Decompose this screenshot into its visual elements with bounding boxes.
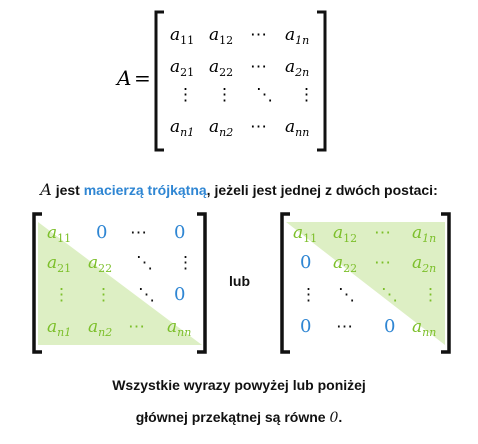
- upper-zero-n3: 0: [384, 316, 395, 337]
- lower-right-bracket: [197, 212, 207, 354]
- lower-ddots-r3: ⋱: [138, 285, 155, 305]
- hdots-r1: ⋯: [250, 25, 267, 45]
- upper-hdots-r1: ⋯: [374, 223, 391, 243]
- ddots-r3: ⋱: [256, 85, 273, 105]
- connector-lub: lub: [229, 273, 250, 289]
- matrix-symbol-a: A: [115, 66, 131, 90]
- upper-hdots-r4: ⋯: [336, 317, 353, 337]
- upper-zero-n1: 0: [300, 316, 311, 337]
- footer-line2-end: .: [338, 409, 343, 425]
- lower-left-bracket: [32, 212, 42, 354]
- general-matrix-definition: A = a11 a12 ⋯ a1n a21 a22 ⋯ a2n ⋮ ⋮ ⋱ ⋮ …: [115, 10, 327, 152]
- footer-line-1: Wszystkie wyrazy powyżej lub poniżej: [112, 377, 366, 393]
- right-bracket: [317, 10, 327, 152]
- lower-vdots-c1: ⋮: [53, 285, 70, 305]
- lower-zero-1n: 0: [174, 222, 185, 243]
- lower-entry-a22: a22: [88, 253, 112, 275]
- entry-a11: a11: [170, 25, 194, 47]
- upper-right-bracket: [441, 212, 451, 354]
- upper-left-bracket: [280, 212, 290, 354]
- entry-a12: a12: [209, 25, 233, 47]
- entry-a2n: a2n: [285, 57, 309, 79]
- lower-hdots-r1: ⋯: [130, 223, 147, 243]
- upper-triangle-shading: [286, 222, 445, 345]
- footer-line-2: głównej przekątnej są równe 0.: [0, 409, 478, 426]
- lower-zero-3n: 0: [174, 284, 185, 305]
- equals-sign: =: [134, 66, 151, 90]
- upper-zero-21: 0: [300, 252, 311, 273]
- lower-hdots-r4: ⋯: [128, 317, 145, 337]
- lower-vdots-r2: ⋮: [177, 253, 194, 273]
- entry-a1n: a1n: [285, 25, 309, 47]
- lower-triangle-shading: [38, 222, 202, 345]
- left-bracket: [154, 10, 164, 152]
- upper-vdots-r3: ⋮: [422, 285, 439, 305]
- upper-ddots-r3: ⋱: [381, 285, 398, 305]
- definition-statement: A jest macierzą trójkątną, jeżeli jest j…: [0, 180, 478, 199]
- upper-triangular-matrix: a11 a12 ⋯ a1n a22 ⋯ a2n ⋱ ⋮ ann 0 0 0 ⋮ …: [280, 212, 451, 354]
- lower-zero-12: 0: [96, 222, 107, 243]
- upper-vdots-c1: ⋮: [300, 285, 317, 305]
- entry-a22: a22: [209, 57, 233, 79]
- footer-line2-text: głównej przekątnej są równe: [135, 409, 330, 425]
- statement-var: A: [40, 180, 52, 199]
- statement-part2: , jeżeli jest jednej z dwóch postaci:: [206, 182, 438, 198]
- lower-entry-ann: ann: [167, 317, 191, 339]
- lower-entry-a11: a11: [47, 223, 71, 245]
- statement-part1: jest: [51, 182, 84, 198]
- vdots-c1: ⋮: [177, 85, 194, 105]
- entry-an1: an1: [170, 117, 194, 139]
- entry-an2: an2: [209, 117, 233, 139]
- lower-vdots-c2: ⋮: [95, 285, 112, 305]
- upper-ddots-c2: ⋱: [338, 285, 355, 305]
- statement-highlight: macierzą trójkątną: [83, 182, 207, 198]
- vdots-c2: ⋮: [216, 85, 233, 105]
- lower-ddots-r2: ⋱: [136, 253, 153, 273]
- hdots-r4: ⋯: [250, 117, 267, 137]
- upper-hdots-r2: ⋯: [374, 253, 391, 273]
- entry-a21: a21: [170, 57, 194, 79]
- lower-triangular-matrix: a11 a21 a22 ⋮ ⋮ an1 an2 ⋯ ann 0 0 0 ⋯ ⋱ …: [32, 212, 207, 354]
- entry-ann: ann: [285, 117, 309, 139]
- vdots-c4: ⋮: [298, 85, 315, 105]
- hdots-r2: ⋯: [250, 57, 267, 77]
- footer-line2-value: 0: [329, 410, 339, 426]
